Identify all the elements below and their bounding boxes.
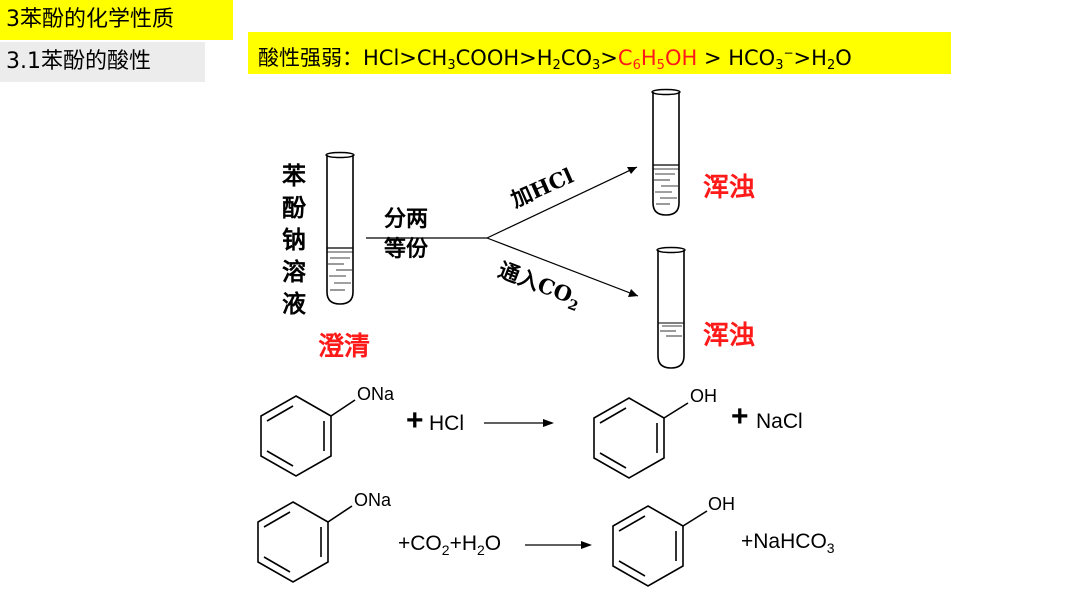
acidity-sub: 2 (552, 58, 561, 73)
section-title: 3苯酚的化学性质 (0, 0, 233, 40)
rxn-text: +NaHCO (741, 530, 827, 553)
turbid-bottom-label: 浑浊 (703, 321, 756, 351)
benzene-ring-icon (260, 395, 356, 477)
plus-sign: + (731, 400, 749, 433)
acidity-sub: 2 (826, 58, 836, 73)
acidity-prefix: 酸性强弱： (258, 46, 363, 70)
solution-char: 液 (282, 289, 306, 318)
oh-group-label: OH (708, 494, 735, 514)
acidity-text: > (600, 46, 618, 70)
benzene-ring-icon (257, 501, 353, 583)
solution-char: 溶 (282, 257, 306, 286)
solution-char: 钠 (282, 225, 306, 254)
test-tube-icon (656, 246, 686, 369)
phenol-formula: C6H5OH (617, 46, 698, 73)
rxn-text: +CO (398, 532, 442, 555)
rxn-sub: 3 (826, 540, 835, 556)
acidity-sub: 6 (632, 58, 641, 73)
byproduct-nacl: NaCl (756, 410, 803, 433)
test-tube-icon (325, 151, 355, 305)
plus-sign: + (406, 404, 424, 437)
solution-char: 酚 (282, 193, 306, 222)
acidity-text: COOH>H (455, 46, 553, 70)
acidity-text: C (617, 46, 633, 70)
split-label: 分两 等份 (384, 204, 428, 264)
onal-group-label: ONa (354, 490, 392, 510)
acidity-text: H (640, 46, 657, 70)
rxn-sub: 2 (477, 542, 485, 558)
acidity-order-banner: 酸性强弱：HCl>CH3COOH>H2CO3>C6H5OH > HCO3−>H2… (248, 32, 951, 74)
rxn-sub: 2 (441, 542, 450, 558)
solution-char: 苯 (282, 161, 306, 190)
acidity-sub: 3 (447, 58, 456, 73)
acidity-text: >H (793, 46, 827, 70)
subsection-title: 3.1苯酚的酸性 (0, 42, 205, 82)
test-tube-icon (651, 88, 681, 216)
oh-group-label: OH (690, 386, 717, 406)
acidity-text: CO (560, 46, 593, 70)
rxn-text: +H (449, 532, 477, 555)
clear-label: 澄清 (318, 332, 371, 362)
acidity-sub: 3 (775, 58, 784, 73)
acidity-text: OH (664, 46, 698, 70)
acidity-text: > HCO (697, 46, 776, 70)
benzene-ring-icon (612, 505, 708, 587)
acidity-text: O (835, 46, 852, 70)
byproduct-nahco3: +NaHCO3 (741, 530, 835, 556)
onal-group-label: ONa (357, 384, 395, 404)
arrow-down (486, 237, 639, 297)
acidity-text: HCl>CH (363, 46, 448, 70)
benzene-ring-icon (593, 397, 689, 479)
split-line: 分两 (384, 206, 429, 232)
split-line: 等份 (384, 236, 429, 262)
acidity-sub: 5 (656, 58, 665, 73)
arrow-up (486, 166, 638, 239)
reagents-co2-h2o: +CO2+H2O (398, 532, 501, 558)
turbid-top-label: 浑浊 (703, 173, 756, 203)
acidity-sup: − (783, 46, 794, 60)
solution-label: 苯 酚 钠 溶 液 (278, 160, 310, 320)
rxn-text: O (484, 532, 502, 555)
reagent-hcl: HCl (429, 412, 464, 435)
acidity-sub: 3 (592, 58, 601, 73)
